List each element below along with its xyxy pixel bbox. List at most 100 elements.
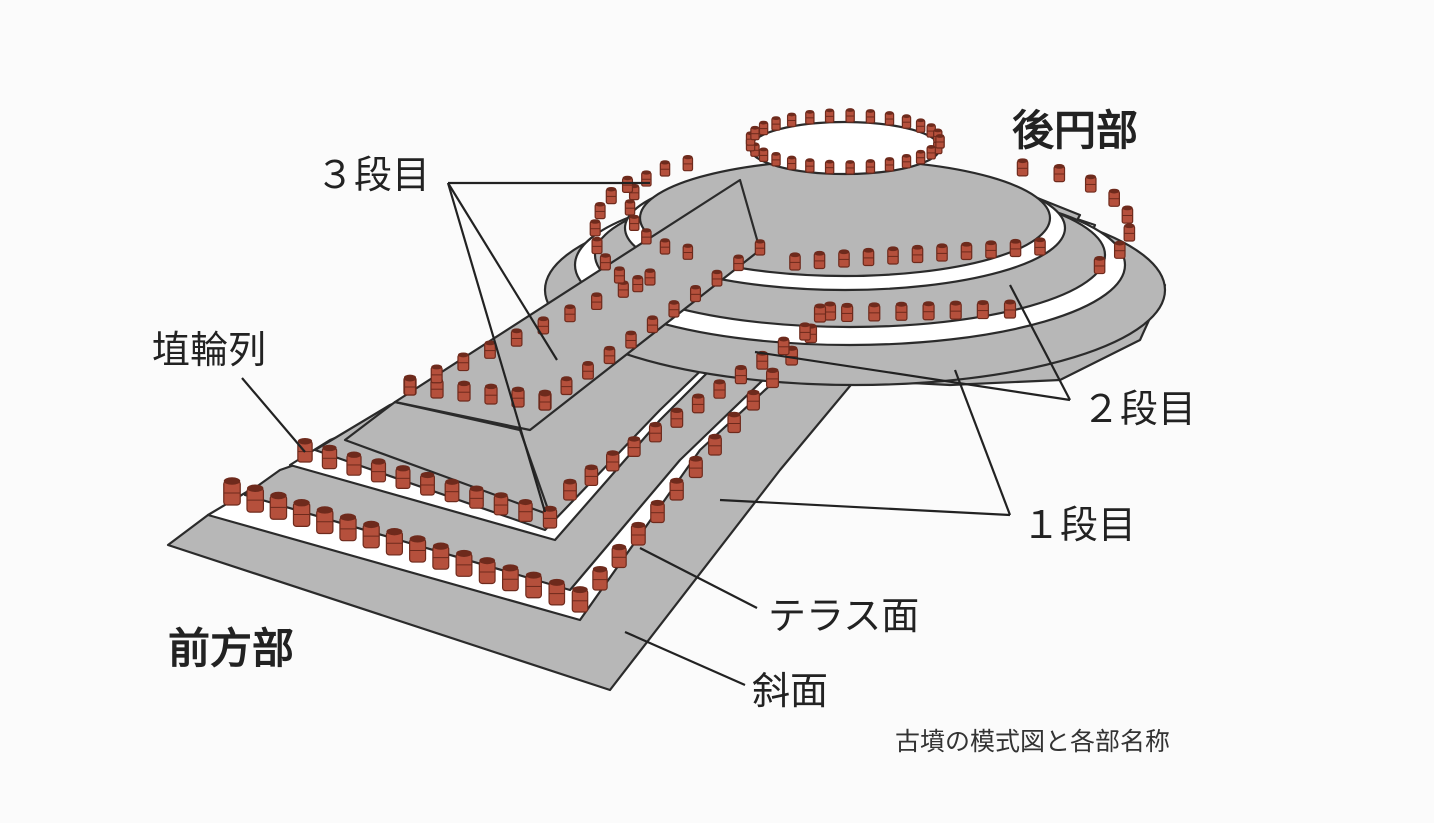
haniwa-cylinder	[771, 152, 781, 167]
haniwa-cylinder	[641, 228, 652, 245]
label-zenpobu: 前方部	[168, 624, 295, 673]
haniwa-cylinder	[708, 433, 722, 456]
haniwa-cylinder	[605, 186, 617, 205]
haniwa-cylinder	[845, 160, 855, 175]
haniwa-cylinder	[525, 571, 542, 599]
haniwa-cylinder	[841, 302, 854, 323]
haniwa-cylinder	[518, 499, 533, 523]
haniwa-cylinder	[630, 521, 646, 546]
haniwa-cylinder	[223, 477, 241, 506]
haniwa-cylinder	[603, 345, 616, 365]
haniwa-cylinder	[733, 254, 744, 272]
haniwa-cylinder	[346, 451, 362, 476]
haniwa-cylinder	[1009, 238, 1022, 258]
haniwa-cylinder	[370, 458, 387, 483]
haniwa-cylinder	[627, 436, 641, 457]
label-haniwa: 埴輪列	[152, 328, 267, 372]
haniwa-cylinder	[501, 564, 519, 592]
haniwa-cylinder	[985, 240, 997, 259]
haniwa-rows	[223, 108, 1136, 613]
haniwa-cylinder	[297, 437, 313, 463]
haniwa-cylinder	[1093, 255, 1106, 275]
haniwa-cylinder	[824, 108, 835, 123]
haniwa-cylinder	[713, 379, 726, 399]
haniwa-cylinder	[537, 316, 550, 335]
haniwa-cylinder	[789, 252, 801, 271]
label-korenbu: 後円部	[1012, 106, 1139, 155]
haniwa-cylinder	[455, 549, 473, 577]
haniwa-cylinder	[469, 485, 484, 509]
haniwa-cylinder	[1016, 158, 1029, 177]
haniwa-cylinder	[813, 303, 827, 323]
haniwa-cylinder	[659, 238, 671, 255]
leader-line	[624, 630, 746, 687]
haniwa-cylinder	[493, 492, 509, 516]
haniwa-cylinder	[246, 484, 265, 513]
haniwa-cylinder	[746, 389, 760, 411]
haniwa-cylinder	[395, 465, 411, 489]
haniwa-cylinder	[409, 535, 427, 563]
haniwa-cylinder	[548, 578, 566, 606]
haniwa-cylinder	[823, 301, 837, 321]
haniwa-cylinder	[805, 158, 815, 173]
haniwa-cylinder	[584, 464, 599, 487]
haniwa-cylinder	[457, 352, 470, 372]
haniwa-cylinder	[813, 250, 826, 270]
haniwa-cylinder	[564, 304, 576, 323]
haniwa-cylinder	[799, 322, 811, 341]
haniwa-cylinder	[339, 513, 357, 542]
haniwa-cylinder	[478, 557, 496, 585]
leader-line	[241, 377, 306, 453]
haniwa-cylinder	[960, 241, 973, 261]
leader-line	[719, 498, 1011, 517]
haniwa-cylinder	[682, 243, 694, 260]
haniwa-cylinder	[594, 201, 606, 220]
haniwa-cylinder	[670, 407, 684, 428]
haniwa-cylinder	[691, 393, 705, 414]
haniwa-cylinder	[403, 376, 417, 396]
haniwa-cylinder	[1121, 205, 1134, 224]
haniwa-cylinder	[777, 336, 790, 356]
haniwa-cylinder	[484, 383, 498, 405]
haniwa-cylinder	[625, 330, 637, 349]
haniwa-cylinder	[1034, 237, 1046, 256]
haniwa-cylinder	[754, 239, 766, 256]
haniwa-cylinder	[590, 292, 603, 311]
haniwa-cylinder	[865, 159, 876, 174]
label-dan1: １段目	[1022, 503, 1137, 547]
haniwa-cylinder	[362, 520, 380, 549]
leader-lines	[241, 181, 1071, 687]
haniwa-cylinder	[563, 478, 577, 501]
haniwa-cylinder	[292, 499, 311, 528]
haniwa-cylinder	[648, 421, 662, 443]
haniwa-cylinder	[845, 108, 855, 123]
haniwa-cylinder	[976, 300, 989, 320]
leader-line	[754, 350, 1071, 402]
haniwa-cylinder	[591, 236, 603, 255]
haniwa-cylinder	[758, 147, 769, 163]
haniwa-cylinder	[592, 565, 608, 591]
haniwa-cylinder	[538, 391, 552, 411]
haniwa-cylinder	[621, 175, 634, 193]
haniwa-cylinder	[646, 315, 659, 334]
haniwa-cylinder	[385, 528, 403, 556]
haniwa-cylinder	[560, 376, 573, 396]
haniwa-cylinder	[1108, 188, 1120, 207]
haniwa-cylinder	[727, 411, 741, 434]
haniwa-cylinder	[611, 543, 627, 569]
haniwa-cylinder	[771, 116, 781, 131]
haniwa-cylinder	[887, 246, 899, 265]
haniwa-cylinder	[542, 505, 558, 529]
haniwa-cylinder	[838, 249, 850, 268]
haniwa-cylinder	[936, 243, 948, 262]
leader-line	[446, 182, 547, 513]
haniwa-cylinder	[682, 154, 694, 172]
tomb-tiers	[166, 120, 1167, 692]
haniwa-cylinder	[484, 340, 496, 359]
label-terrace: テラス面	[768, 594, 920, 638]
haniwa-cylinder	[884, 111, 895, 126]
haniwa-cylinder	[884, 157, 895, 172]
haniwa-cylinder	[444, 478, 460, 503]
haniwa-cylinder	[644, 268, 656, 286]
